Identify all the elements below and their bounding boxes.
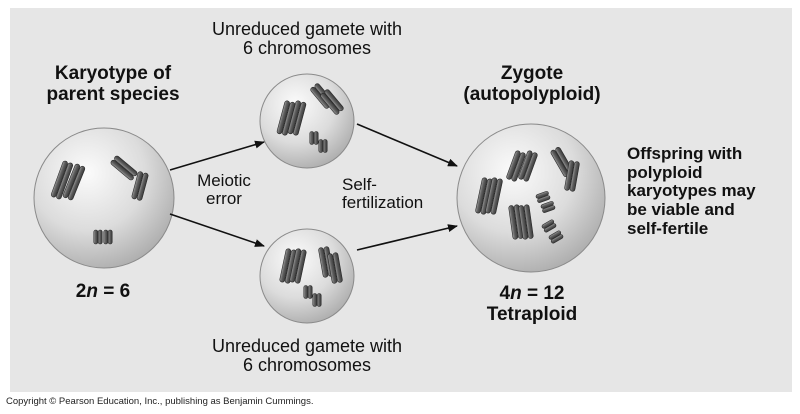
chromosome-medium: [564, 160, 580, 192]
chromosome-short: [540, 201, 556, 213]
chromosome-long: [508, 204, 524, 240]
chromosome-medium: [327, 252, 343, 284]
chromosome-long: [62, 163, 86, 201]
arrow-meiosis-top: [169, 140, 265, 171]
chromosome-medium: [518, 150, 538, 182]
chromosome-long: [289, 248, 307, 284]
arrow-fertilization-top: [356, 123, 458, 167]
chromosome-long: [475, 177, 493, 215]
parent-cell: [33, 127, 175, 269]
chromosome-short: [309, 131, 319, 145]
parent-ploidy-label: 2n = 6: [75, 281, 131, 302]
arrow-fertilization-bottom: [356, 224, 458, 251]
self-fertilization-label: Self- fertilization: [342, 175, 424, 213]
chromosome-long: [287, 100, 307, 136]
gamete-top-label: Unreduced gamete with 6 chromosomes: [211, 19, 403, 59]
tetraploid-label: Tetraploid: [486, 303, 578, 325]
chromosome-short: [303, 285, 313, 299]
chromosome-medium: [110, 155, 138, 181]
copyright-notice: Copyright © Pearson Education, Inc., pub…: [6, 396, 314, 407]
zygote-cell: [456, 123, 606, 273]
chromosome-short: [318, 139, 328, 153]
gamete-bottom-label: Unreduced gamete with 6 chromosomes: [211, 336, 403, 376]
chromosome-medium: [131, 171, 149, 201]
zygote-title: Zygote (autopolyploid): [463, 63, 601, 105]
zygote-ploidy-label: 4n = 12 Tetraploid: [486, 283, 578, 325]
chromosome-short: [103, 229, 113, 245]
chromosome-short: [541, 219, 557, 233]
arrow-meiosis-bottom: [169, 213, 265, 247]
chromosome-short: [548, 230, 564, 244]
chromosome-medium: [320, 89, 344, 115]
meiotic-error-label: Meiotic error: [197, 171, 251, 209]
chromosome-medium: [506, 150, 526, 182]
chromosome-long: [518, 204, 534, 240]
chromosome-short: [535, 191, 551, 203]
chromosomes-layer: [50, 83, 580, 307]
karyotype-title: Karyotype of parent species: [46, 63, 180, 105]
offspring-note: Offspring with polyploid karyotypes may …: [627, 144, 756, 238]
chromosome-short: [312, 293, 322, 307]
gamete-cell-bottom: [259, 228, 355, 324]
chromosome-short: [93, 229, 103, 245]
gamete-cell-top: [259, 73, 355, 169]
chromosome-long: [485, 177, 503, 215]
chromosome-long: [50, 160, 74, 200]
